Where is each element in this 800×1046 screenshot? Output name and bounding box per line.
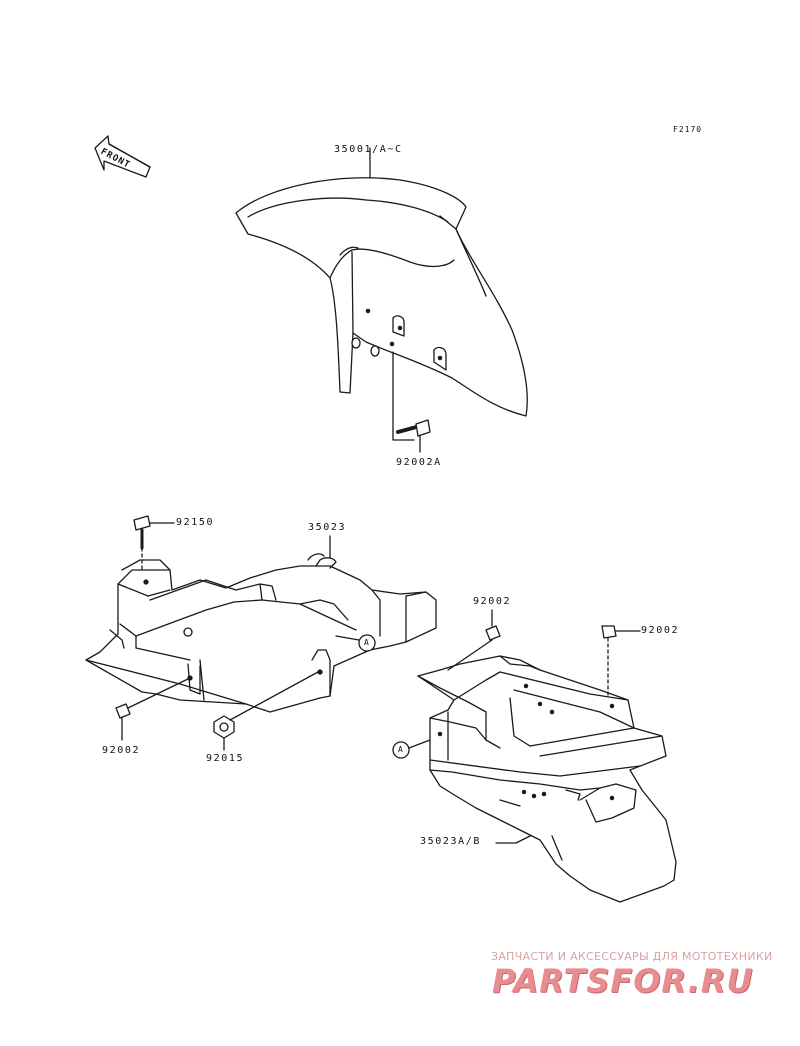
inner-fender-drawing: [85, 553, 437, 713]
part-label-rear-fender-bolt-left: 92002: [473, 596, 512, 607]
part-label-rear-fender-bolt-right: 92002: [641, 625, 680, 636]
watermark-tagline: ЗАПЧАСТИ И АКСЕССУАРЫ ДЛЯ МОТОТЕХНИКИ: [491, 950, 773, 963]
front-fender-bolt-drawing: [396, 419, 431, 437]
rear-fender-bolt-left-drawing: [447, 609, 501, 671]
callout-a-right-circle: [392, 741, 410, 759]
part-label-inner-fender-bolt: 92002: [102, 745, 141, 756]
part-label-inner-fender-clip: 92150: [176, 517, 215, 528]
part-label-inner-fender: 35023: [308, 522, 347, 533]
inner-fender-nut-drawing: [213, 671, 319, 751]
part-label-rear-fender: 35023A/B: [420, 836, 481, 847]
part-label-front-fender-bolt: 92002A: [396, 457, 442, 468]
part-label-front-fender: 35001/A~C: [334, 144, 403, 155]
front-direction-arrow: [94, 135, 151, 178]
callout-a-right: A: [398, 745, 403, 754]
figure-id: F2170: [673, 125, 703, 134]
rear-fender-bolt-right-drawing: [601, 625, 641, 699]
rear-fender-drawing: [417, 655, 677, 903]
inner-fender-bolt-drawing: [115, 677, 191, 741]
callout-a-left: A: [364, 638, 369, 647]
inner-fender-clip-drawing: [133, 515, 175, 571]
watermark-logo: PARTSFOR.RU: [492, 962, 754, 1000]
part-label-inner-fender-nut: 92015: [206, 753, 245, 764]
front-fender-drawing: [235, 177, 528, 417]
callout-a-left-circle: [358, 634, 376, 652]
